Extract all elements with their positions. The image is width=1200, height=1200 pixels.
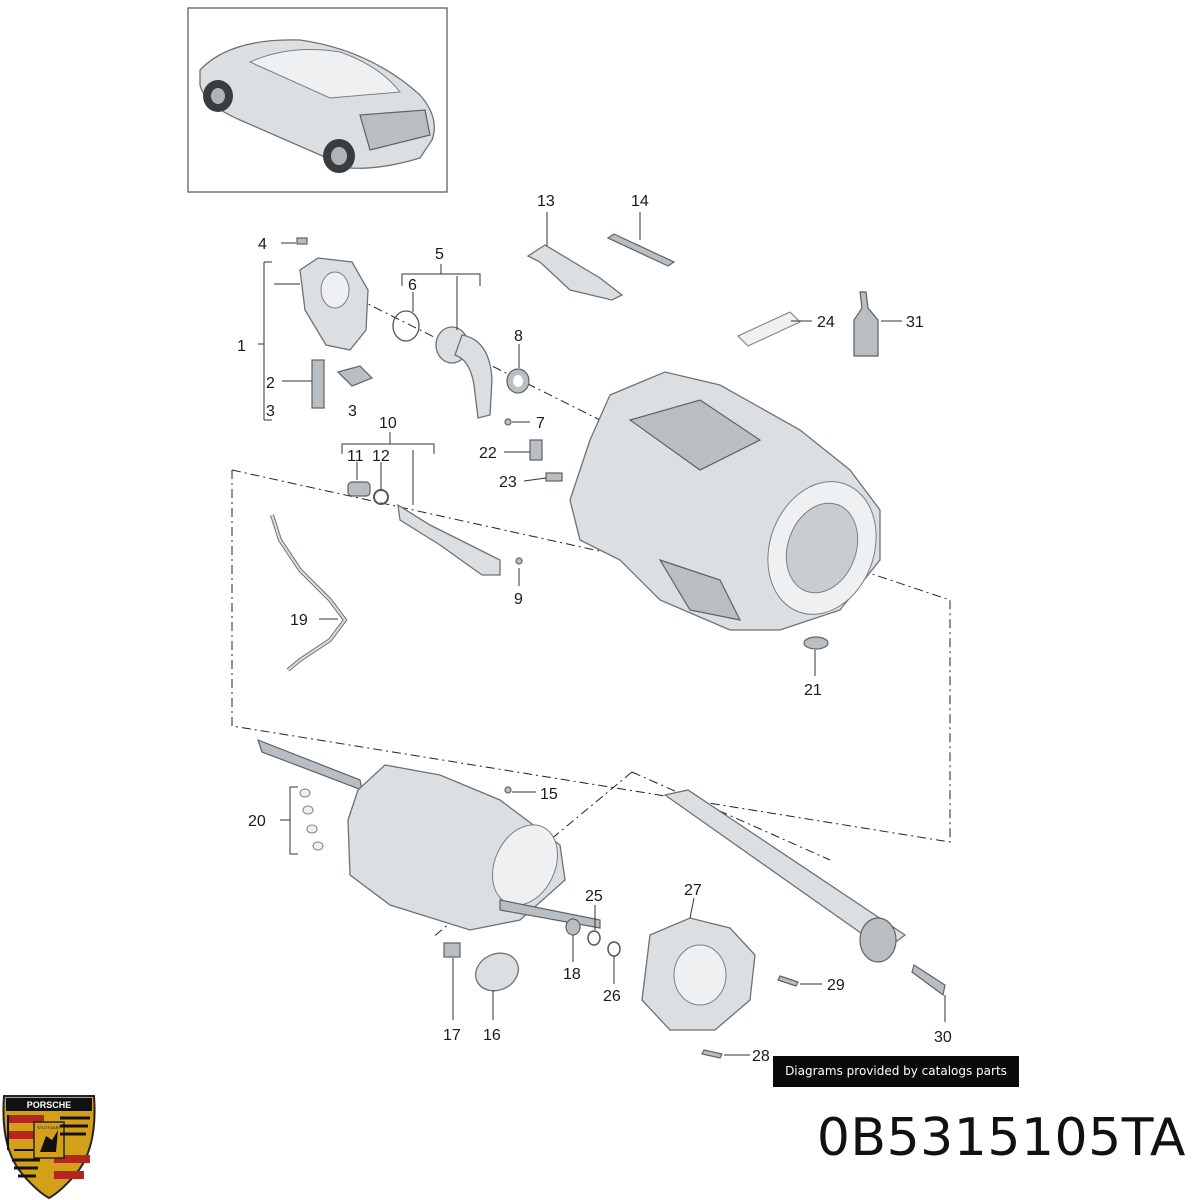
bolt-9 xyxy=(515,557,523,565)
ring-26 xyxy=(607,941,621,957)
callout-2: 2 xyxy=(266,375,275,392)
callout-27: 27 xyxy=(684,882,702,899)
porsche-crest-logo: PORSCHE STUTTGART xyxy=(2,1095,96,1200)
callout-19: 19 xyxy=(290,612,308,629)
housing-27 xyxy=(641,917,756,1031)
callout-17: 17 xyxy=(443,1027,461,1044)
callout-28: 28 xyxy=(752,1048,770,1065)
callout-29: 29 xyxy=(827,977,845,994)
callout-10: 10 xyxy=(379,415,397,432)
cover-16 xyxy=(475,952,519,992)
crest-city-text: STUTTGART xyxy=(37,1125,61,1130)
bolt-15 xyxy=(504,786,512,794)
rail-14 xyxy=(606,233,676,267)
callout-5: 5 xyxy=(435,246,444,263)
crest-brand-text: PORSCHE xyxy=(27,1100,72,1110)
callout-31: 31 xyxy=(906,314,924,331)
part-number: 0B5315105TA xyxy=(816,1108,1186,1168)
callout-23: 23 xyxy=(499,474,517,491)
bearing-18 xyxy=(565,918,581,936)
callout-4: 4 xyxy=(258,236,267,253)
bolt-30 xyxy=(911,964,946,997)
plug-21 xyxy=(803,636,829,650)
bolt-17 xyxy=(443,942,461,958)
bolt-22 xyxy=(529,439,543,461)
rings-20 xyxy=(299,788,324,851)
bolt-28 xyxy=(701,1049,723,1059)
callout-21: 21 xyxy=(804,682,822,699)
callout-20: 20 xyxy=(248,813,266,830)
ring-8 xyxy=(506,368,530,394)
leader-lines xyxy=(258,212,946,1056)
credit-badge: Diagrams provided by catalogs parts xyxy=(773,1056,1019,1087)
callout-1: 1 xyxy=(237,338,246,355)
bracket-13 xyxy=(526,244,624,301)
ring-25 xyxy=(587,930,601,946)
bottle-31 xyxy=(853,291,879,357)
callout-18: 18 xyxy=(563,966,581,983)
callout-11: 11 xyxy=(347,448,364,465)
bolt-7 xyxy=(504,418,512,426)
callout-3: 3 xyxy=(348,403,357,420)
callout-30: 30 xyxy=(934,1029,952,1046)
callout-26: 26 xyxy=(603,988,621,1005)
callout-6: 6 xyxy=(408,277,417,294)
vehicle-thumbnail xyxy=(187,7,448,193)
callout-8: 8 xyxy=(514,328,523,345)
callout-25: 25 xyxy=(585,888,603,905)
lower-gearbox xyxy=(257,738,601,931)
callout-22: 22 xyxy=(479,445,497,462)
callout-13: 13 xyxy=(537,193,555,210)
bolt-29 xyxy=(777,975,799,987)
callout-9: 9 xyxy=(514,591,523,608)
wiring-harness-19 xyxy=(270,514,348,672)
transmission-housing xyxy=(569,371,881,631)
callout-14: 14 xyxy=(631,193,649,210)
shaft xyxy=(663,789,907,963)
callout-24: 24 xyxy=(817,314,835,331)
bolt-23 xyxy=(545,472,563,482)
callout-12: 12 xyxy=(372,448,390,465)
seal-and-tube-5 xyxy=(392,310,493,419)
callout-7: 7 xyxy=(536,415,545,432)
callout-15: 15 xyxy=(540,786,558,803)
callout-labels: 1 2 3 3 4 5 6 7 8 9 10 11 12 13 14 15 16… xyxy=(237,193,952,1065)
tube-24 xyxy=(737,311,801,347)
callout-3: 3 xyxy=(266,403,275,420)
harness-10 xyxy=(347,481,501,576)
car-illustration xyxy=(199,39,435,173)
callout-16: 16 xyxy=(483,1027,501,1044)
cover-assembly-1 xyxy=(296,237,374,409)
